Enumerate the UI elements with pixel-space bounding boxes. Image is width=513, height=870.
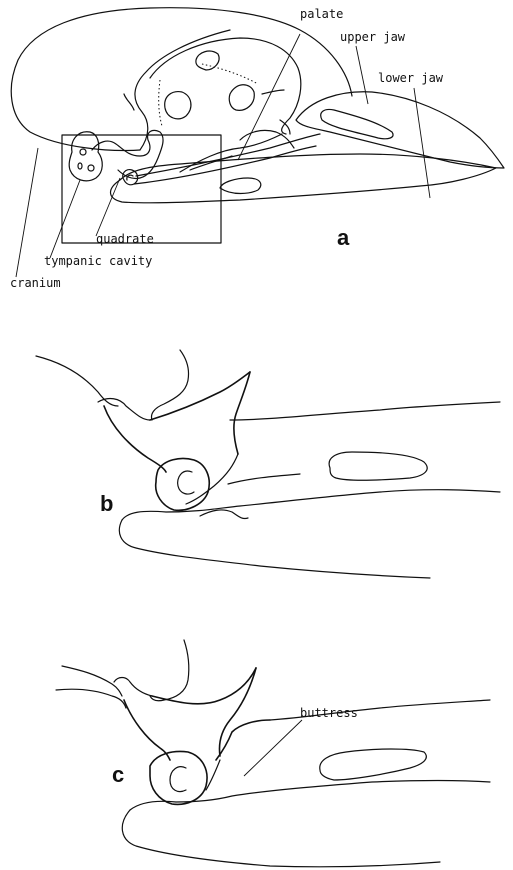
b-quadrate-dorsal bbox=[150, 372, 250, 420]
buttress-label: buttress bbox=[300, 706, 358, 720]
c-lower-jaw-lower bbox=[122, 810, 440, 867]
b-quadrate-right bbox=[186, 454, 238, 504]
c-cranium-line-2 bbox=[56, 689, 126, 708]
palate-leader bbox=[238, 34, 300, 160]
c-hanging-process bbox=[150, 640, 189, 701]
b-condyle-inner bbox=[178, 471, 194, 494]
panel-a-label: a bbox=[337, 225, 350, 250]
orbit-hole-left bbox=[165, 92, 191, 119]
c-condyle-outer bbox=[150, 752, 207, 805]
c-buttress-strut bbox=[216, 720, 270, 760]
lower-jaw-window bbox=[220, 178, 261, 194]
orbit-small-process bbox=[124, 94, 134, 110]
b-condyle-outer bbox=[156, 458, 210, 510]
c-quadrate-body bbox=[124, 700, 170, 760]
b-pterygoid bbox=[228, 474, 300, 484]
palate-bar-2 bbox=[134, 146, 316, 184]
panel-b-label: b bbox=[100, 491, 113, 516]
cranium-leader bbox=[16, 148, 38, 277]
c-condyle-inner bbox=[170, 767, 186, 792]
b-otic-process bbox=[234, 372, 250, 454]
tympanic-cavity-label: tympanic cavity bbox=[44, 254, 152, 268]
quadrate-leader bbox=[96, 178, 120, 236]
b-quadrate-body bbox=[104, 406, 166, 472]
panel-c-drawing bbox=[56, 640, 490, 867]
lower-jaw-outline bbox=[111, 154, 497, 203]
c-quadrate-dorsal bbox=[152, 668, 256, 704]
panel-a-drawing bbox=[11, 8, 504, 243]
c-cranium-line-1 bbox=[62, 666, 122, 696]
c-tympanic-edge bbox=[114, 678, 152, 697]
tympanic-leader bbox=[50, 180, 80, 258]
c-buttress-side bbox=[206, 760, 220, 790]
tympanic-hole-3 bbox=[78, 163, 82, 169]
b-lower-jaw-lower bbox=[119, 520, 430, 578]
palate-bar-3 bbox=[180, 134, 282, 172]
upper-jaw-leader bbox=[356, 46, 368, 104]
c-otic-process bbox=[219, 668, 256, 756]
tympanic-hole-2 bbox=[88, 165, 94, 171]
upper-jaw-outline bbox=[296, 92, 504, 168]
skull-dotted-line bbox=[202, 64, 258, 84]
buttress-leader bbox=[244, 720, 302, 776]
palate-label: palate bbox=[300, 7, 343, 21]
tympanic-hole-1 bbox=[80, 149, 86, 155]
upper-jaw-label: upper jaw bbox=[340, 30, 406, 44]
orbit-hole-right bbox=[229, 85, 254, 111]
cranium-label: cranium bbox=[10, 276, 61, 290]
skull-process-wiggle bbox=[262, 90, 284, 94]
panel-b-drawing bbox=[36, 350, 500, 578]
c-upper-jaw-window bbox=[320, 749, 427, 780]
b-hanging-process bbox=[152, 350, 189, 420]
panel-a-leaders bbox=[16, 34, 430, 277]
lower-jaw-label: lower jaw bbox=[378, 71, 444, 85]
b-lower-jaw-outline bbox=[122, 490, 500, 520]
quadrate-label: quadrate bbox=[96, 232, 154, 246]
skull-dotted-line-2 bbox=[159, 80, 162, 126]
orbit-hole-top bbox=[196, 51, 219, 70]
b-lower-jaw-notch bbox=[200, 510, 248, 519]
nasal-opening bbox=[321, 109, 393, 138]
b-cranium-base bbox=[230, 402, 500, 420]
tympanic-outline bbox=[69, 132, 102, 181]
panel-c-label: c bbox=[112, 762, 124, 787]
b-upper-jaw-window bbox=[329, 452, 427, 480]
c-lower-jaw-outline bbox=[130, 781, 490, 811]
quadrate-outline bbox=[92, 130, 163, 178]
